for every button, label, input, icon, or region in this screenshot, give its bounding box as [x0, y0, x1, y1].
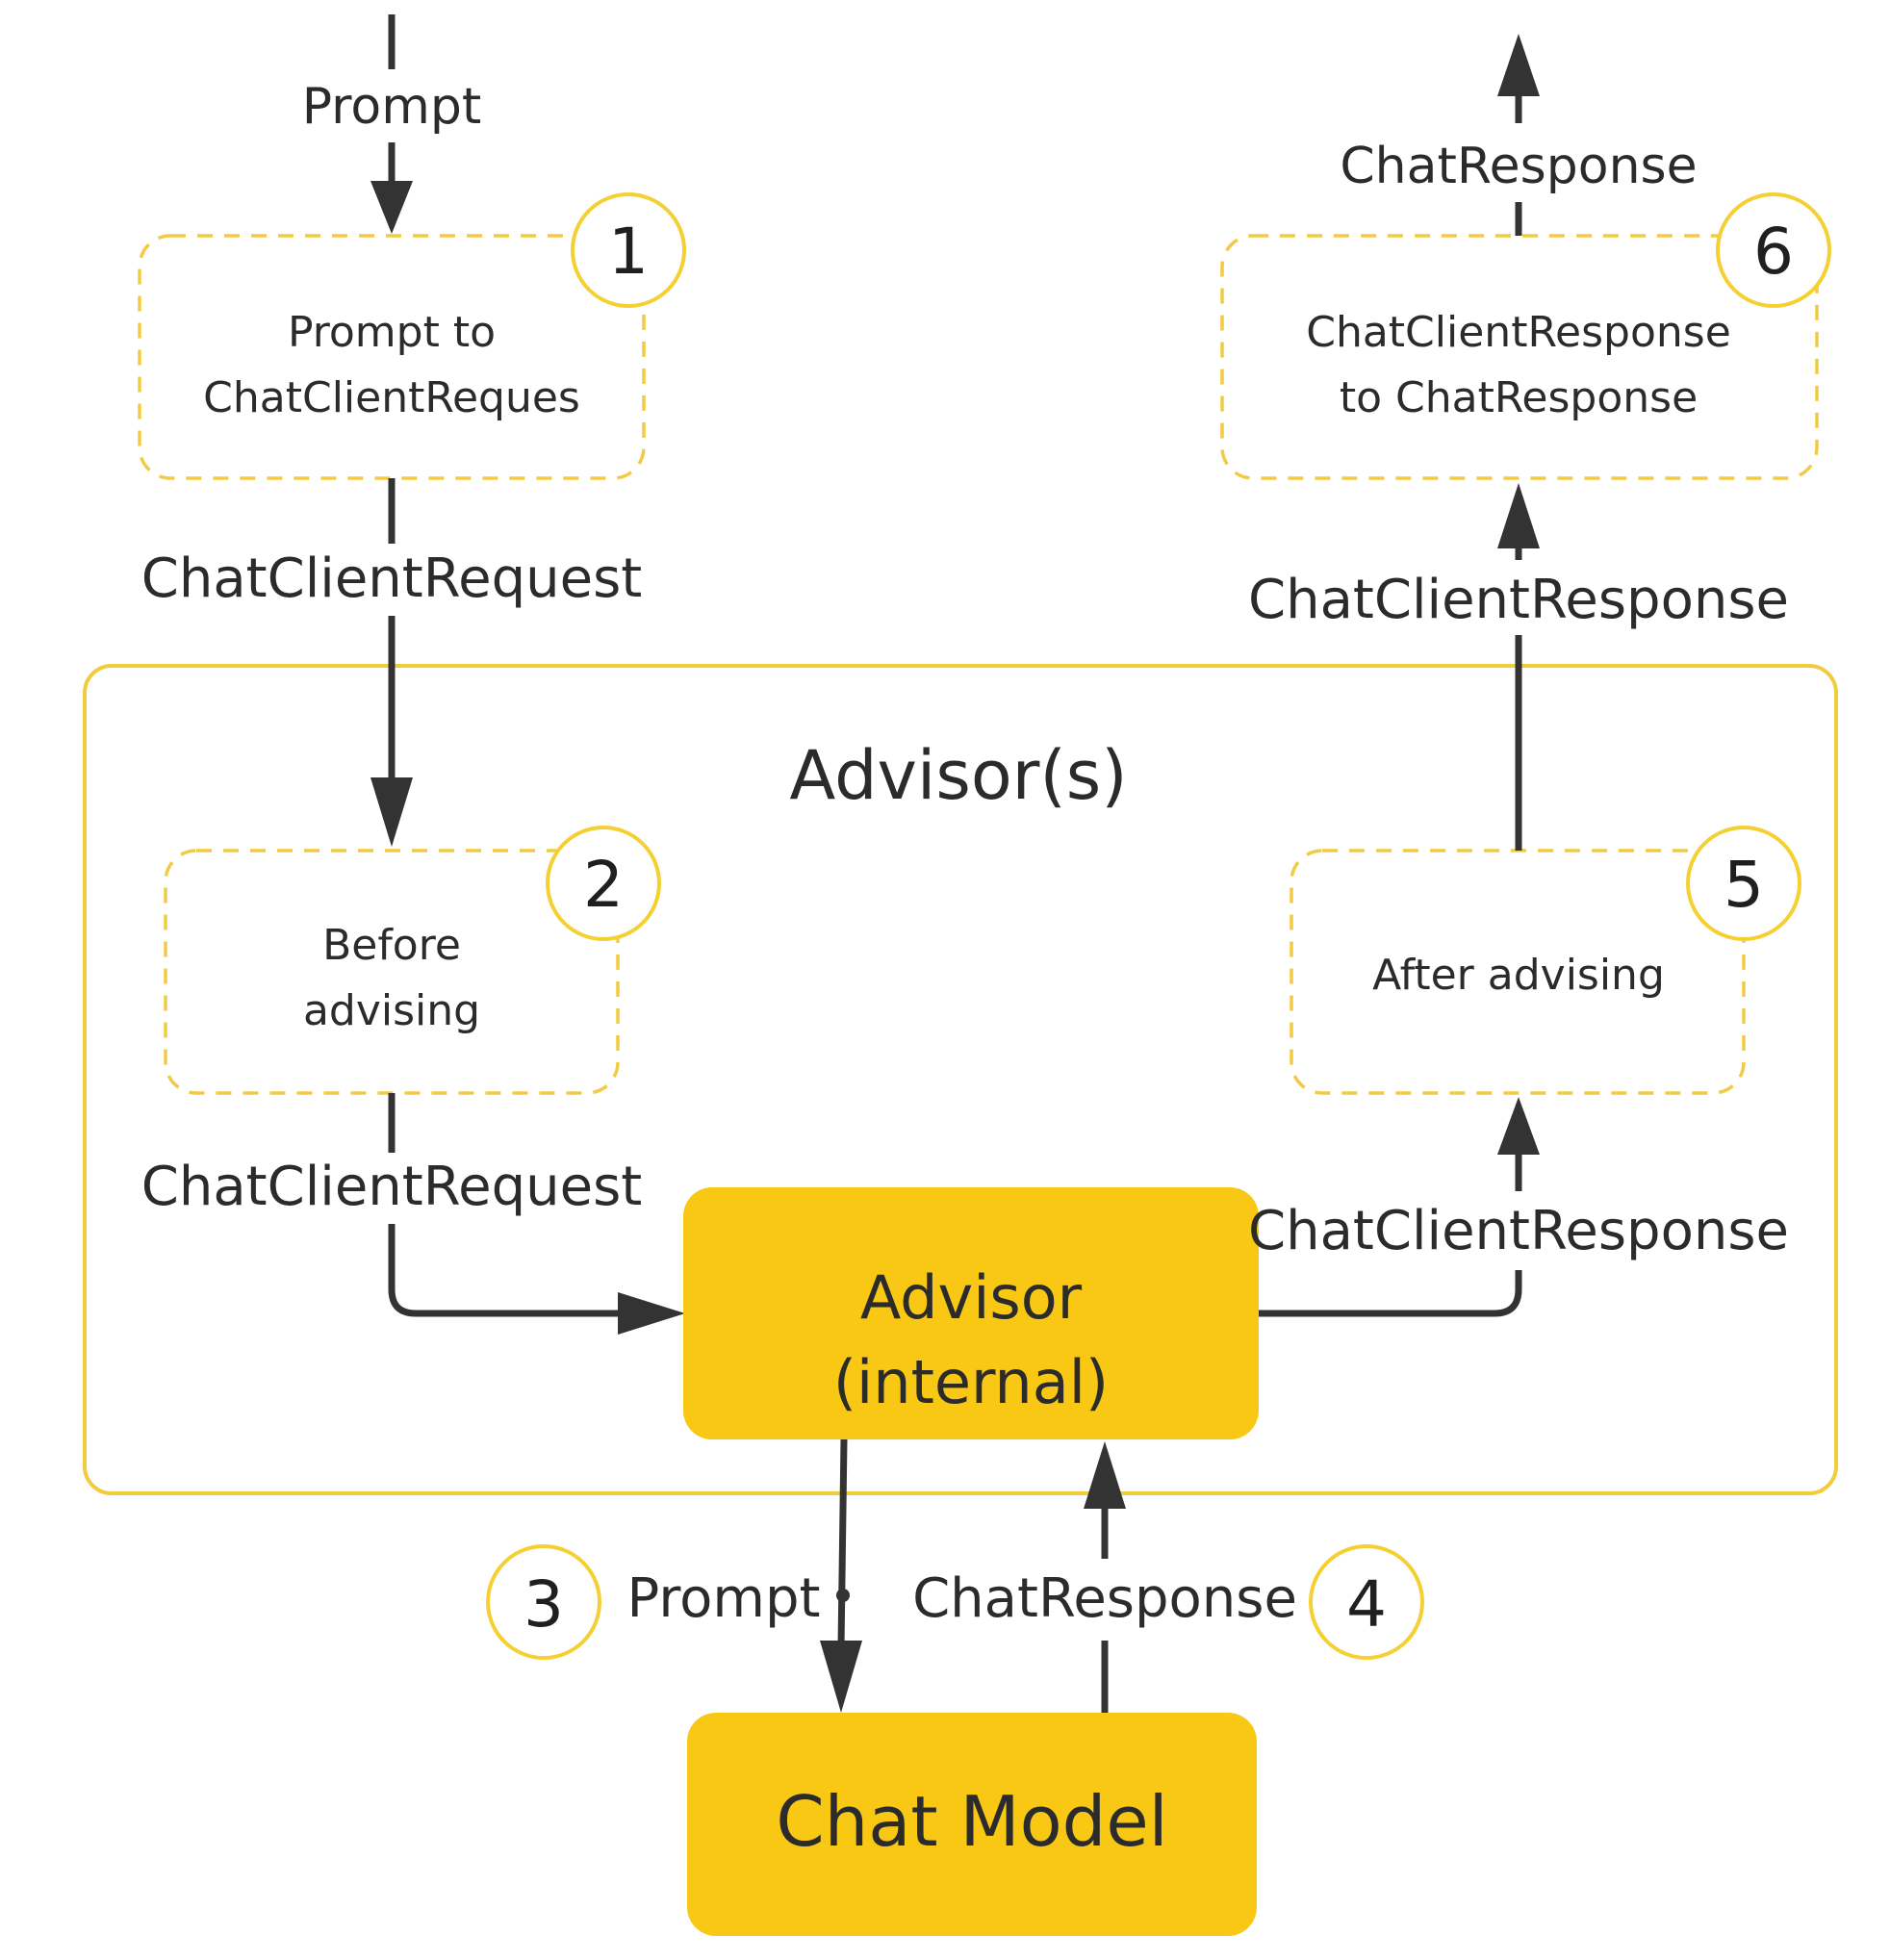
prompt-to-model-line [837, 1438, 848, 1648]
step5-number: 5 [1724, 848, 1764, 922]
response5-label: ChatClientResponse [1248, 569, 1789, 631]
step4-number: 4 [1346, 1567, 1387, 1642]
step1-badge [571, 192, 686, 308]
request1-label: ChatClientRequest [141, 547, 642, 610]
step2-text-line2: advising [303, 986, 480, 1035]
step1-text-line1: Prompt to [288, 308, 496, 357]
request1-arrowhead [370, 777, 413, 847]
step2-number: 2 [583, 848, 624, 922]
step1-box [138, 234, 646, 480]
chat-model-label: Chat Model [776, 1781, 1167, 1862]
chat-model-box [687, 1713, 1257, 1936]
step5-badge [1686, 826, 1801, 941]
advisors-title: Advisor(s) [789, 736, 1127, 815]
advisor-internal-line1: Advisor [860, 1262, 1083, 1333]
output-chatresponse-label: ChatResponse [1340, 138, 1697, 195]
step3-number: 3 [524, 1567, 564, 1642]
request2-label: ChatClientRequest [141, 1156, 642, 1218]
step1-text-line2: ChatClientReques [203, 373, 580, 422]
step4-badge [1309, 1544, 1424, 1660]
advisor-internal-line2: (internal) [833, 1347, 1109, 1417]
input-prompt-label: Prompt [302, 78, 482, 136]
step6-box [1220, 234, 1819, 480]
prompt-to-model-dot [836, 1589, 850, 1602]
step1-number: 1 [608, 215, 649, 289]
input-prompt-arrowhead [370, 181, 413, 234]
response-internal-arrowhead [1497, 1097, 1540, 1155]
step2-badge [546, 826, 661, 941]
prompt-to-model-arrowhead [820, 1641, 862, 1713]
response-internal-label: ChatClientResponse [1248, 1200, 1789, 1262]
prompt-to-model-label: Prompt [627, 1567, 821, 1630]
step3-badge [486, 1544, 601, 1660]
step6-badge [1716, 192, 1831, 308]
step2-text-line1: Before [322, 921, 461, 970]
request2-line-bottom [388, 1224, 626, 1317]
step6-text-line1: ChatClientResponse [1306, 308, 1731, 357]
step6-number: 6 [1753, 215, 1794, 289]
response-internal-line-bottom [1259, 1270, 1522, 1317]
advisor-internal-box [683, 1187, 1259, 1439]
model-response-label: ChatResponse [912, 1567, 1297, 1630]
response5-arrowhead [1497, 483, 1540, 548]
output-arrowhead [1497, 34, 1540, 96]
advisors-container [83, 664, 1838, 1495]
model-response-arrowhead [1084, 1441, 1126, 1509]
step6-text-line2: to ChatResponse [1340, 373, 1698, 422]
request2-arrowhead [618, 1292, 685, 1335]
step5-text-line1: After advising [1372, 951, 1665, 1000]
